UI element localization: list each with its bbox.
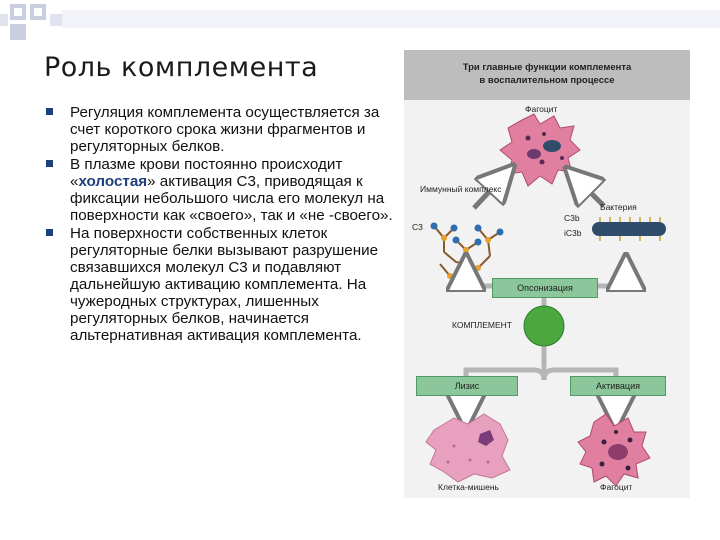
bullet-item: В плазме крови постоянно происходит «хол…: [42, 156, 398, 224]
figure-header: Три главные функции комплемента в воспал…: [404, 50, 690, 100]
phagocyte-bottom-cell: [577, 413, 651, 487]
c3-label: С3: [412, 222, 423, 232]
lysis-box: Лизис: [416, 376, 518, 396]
phagocyte-bottom-label: Фагоцит: [600, 482, 633, 492]
bullet-list: Регуляция комплемента осуществляется за …: [42, 104, 398, 345]
bullet-text-after: » активация С3, приводящая к фиксации не…: [70, 173, 393, 224]
bullet-square-icon: [46, 160, 53, 167]
bacterium-label: Бактерия: [600, 202, 637, 212]
bullet-item: Регуляция комплемента осуществляется за …: [42, 104, 398, 155]
phagocyte-top-cell: [499, 113, 581, 187]
bullet-item: На поверхности собственных клеток регуля…: [42, 225, 398, 344]
bullet-square-icon: [46, 229, 53, 236]
bacterium-shape: [592, 217, 666, 241]
bullet-text-before: В плазме крови постоянно происходит «: [70, 156, 343, 190]
target-cell-label: Клетка-мишень: [438, 482, 499, 492]
phagocyte-top-label: Фагоцит: [525, 104, 558, 114]
immune-complex-label: Иммунный комплекс: [420, 184, 502, 194]
slide-title: Роль комплемента: [44, 52, 319, 83]
figure-header-line1: Три главные функции комплемента: [462, 62, 632, 73]
bullet-text: На поверхности собственных клеток регуля…: [70, 225, 379, 344]
target-cell-lysed: [425, 413, 511, 483]
bullet-square-icon: [46, 108, 53, 115]
c3b-label: С3b: [564, 213, 580, 223]
complement-circle: [523, 305, 565, 347]
figure-header-line2: в воспалительном процессе: [479, 75, 615, 86]
bullet-text: Регуляция комплемента осуществляется за …: [70, 104, 380, 155]
ic3b-label: iC3b: [564, 228, 582, 238]
diagram-graphics: [425, 113, 666, 487]
bullet-highlight: холостая: [78, 173, 148, 190]
opsonization-box: Опсонизация: [492, 278, 598, 298]
decorative-header-squares: [0, 4, 720, 40]
activation-box: Активация: [570, 376, 666, 396]
complement-functions-figure: Три главные функции комплемента в воспал…: [404, 50, 690, 498]
complement-label: КОМПЛЕМЕНТ: [452, 320, 512, 330]
